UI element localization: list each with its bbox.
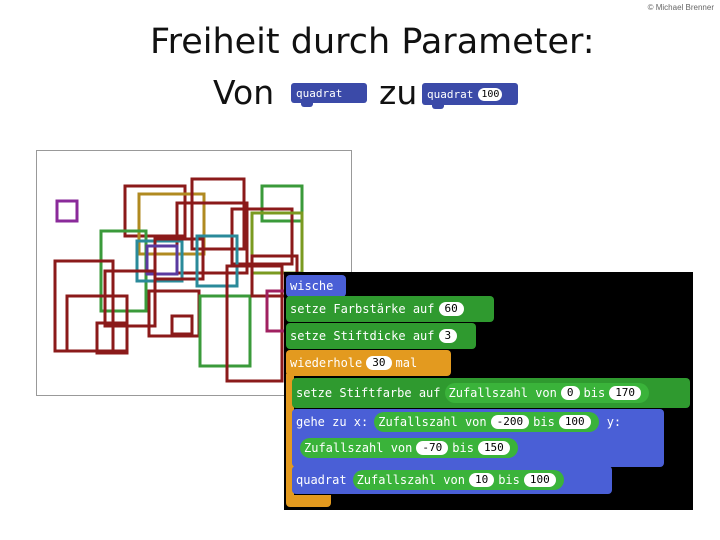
mal-label: mal [395, 356, 418, 370]
setze-stiftdicke-block[interactable]: setze Stiftdicke auf 3 [286, 323, 476, 349]
square [135, 239, 184, 283]
setze-stiftfarbe-block[interactable]: setze Stiftfarbe auf Zufallszahl von 0 b… [292, 378, 690, 408]
square [95, 321, 129, 355]
square [260, 184, 304, 223]
zufallszahl-label: Zufallszahl von [304, 441, 413, 455]
setze-farbstaerke-block[interactable]: setze Farbstärke auf 60 [286, 296, 494, 322]
q-bis-input[interactable]: 100 [523, 473, 556, 487]
quadrat-label: quadrat [296, 473, 347, 487]
x-von-input[interactable]: -200 [490, 415, 530, 429]
von-label: Von [213, 73, 275, 112]
gehe-zu-x-label: gehe zu x: [296, 415, 369, 429]
zufallszahl-farbe-reporter[interactable]: Zufallszahl von 0 bis 170 [444, 383, 650, 403]
square [55, 199, 79, 223]
square [103, 269, 157, 328]
y-von-input[interactable]: -70 [416, 441, 449, 455]
slide-title: Freiheit durch Parameter: [150, 22, 595, 62]
square [137, 192, 206, 256]
zufallszahl-x-reporter[interactable]: Zufallszahl von -200 bis 100 [374, 412, 599, 432]
x-bis-input[interactable]: 100 [558, 415, 591, 429]
y-label: y: [606, 415, 622, 429]
square [190, 177, 246, 251]
square [145, 244, 179, 276]
square [123, 184, 187, 238]
squares-drawing [53, 177, 319, 383]
quadrat-param-value[interactable]: 100 [478, 87, 503, 101]
zu-label: zu [379, 73, 418, 112]
wiederhole-c-bottom [286, 495, 331, 507]
square [153, 237, 205, 281]
square [170, 314, 194, 336]
stiftdicke-input[interactable]: 3 [438, 329, 458, 343]
quadrat-block-label: quadrat [296, 86, 343, 100]
bis-label: bis [583, 386, 606, 400]
farbstaerke-input[interactable]: 60 [438, 302, 464, 316]
quadrat-block[interactable]: quadrat Zufallszahl von 10 bis 100 [292, 466, 612, 494]
wische-block[interactable]: wische [286, 275, 346, 297]
wiederhole-c-arm [286, 374, 294, 500]
zufallszahl-label: Zufallszahl von [356, 473, 465, 487]
square [198, 294, 252, 368]
y-bis-input[interactable]: 150 [477, 441, 510, 455]
bis-label: bis [452, 441, 474, 455]
zufallszahl-y-reporter[interactable]: Zufallszahl von -70 bis 150 [300, 438, 518, 458]
square [225, 264, 284, 383]
bis-label: bis [498, 473, 520, 487]
zufallszahl-label: Zufallszahl von [378, 415, 487, 429]
setze-farbstaerke-label: setze Farbstärke auf [290, 302, 435, 316]
copyright-notice: © Michael Brenner [647, 3, 714, 12]
block-notch [301, 102, 313, 107]
setze-stiftfarbe-label: setze Stiftfarbe auf [296, 386, 441, 400]
wiederhole-input[interactable]: 30 [366, 356, 392, 370]
q-von-input[interactable]: 10 [468, 473, 495, 487]
wische-label: wische [290, 279, 334, 293]
block-notch [432, 104, 444, 109]
farbe-von-input[interactable]: 0 [560, 386, 580, 400]
quadrat-block-param[interactable]: quadrat 100 [422, 83, 518, 109]
square [250, 211, 304, 275]
square [195, 234, 239, 288]
farbe-bis-input[interactable]: 170 [609, 386, 642, 400]
setze-stiftdicke-label: setze Stiftdicke auf [290, 329, 435, 343]
wiederhole-block[interactable]: wiederhole 30 mal [286, 350, 451, 376]
quadrat-block-plain[interactable]: quadrat [291, 83, 367, 107]
zufallszahl-quadrat-reporter[interactable]: Zufallszahl von 10 bis 100 [352, 470, 564, 490]
quadrat-param-label: quadrat [427, 87, 474, 101]
bis-label: bis [533, 415, 555, 429]
zufallszahl-label: Zufallszahl von [448, 386, 557, 400]
wiederhole-label: wiederhole [290, 356, 363, 370]
